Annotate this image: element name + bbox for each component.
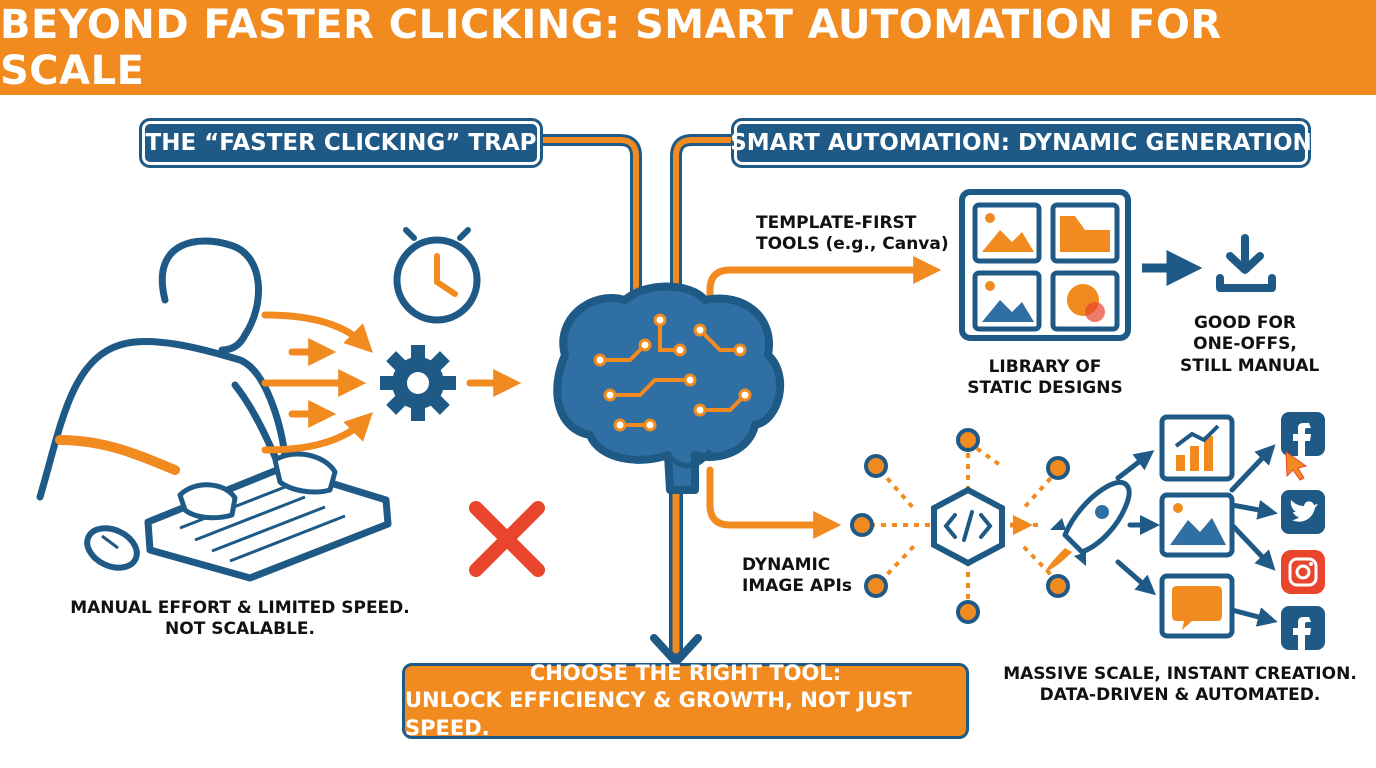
left-section-heading: THE “FASTER CLICKING” TRAP [142,121,540,165]
good-for-line2: ONE-OFFS, [1193,334,1297,355]
library-line1: LIBRARY OF [988,357,1102,377]
template-tools-line2: TOOLS (e.g., Canva) [756,234,949,255]
library-line2: STATIC DESIGNS [967,378,1123,399]
facebook-icon-2 [1281,606,1325,650]
api-network-icon [850,428,1070,624]
rocket-icon [1045,479,1132,572]
api-label: DYNAMIC IMAGE APIs [742,555,852,598]
cta-box: CHOOSE THE RIGHT TOOL: UNLOCK EFFICIENCY… [402,661,969,740]
quote-bubble-icon [1159,573,1235,639]
scale-line2: DATA-DRIVEN & AUTOMATED. [1039,685,1321,706]
left-caption: MANUAL EFFORT & LIMITED SPEED. NOT SCALA… [60,598,420,641]
scale-label: MASSIVE SCALE, INSTANT CREATION. DATA-DR… [1000,664,1360,707]
left-caption-line1: MANUAL EFFORT & LIMITED SPEED. [70,598,410,618]
cursor-icon [1285,451,1308,481]
good-for-label: GOOD FOR ONE-OFFS, STILL MANUAL [1180,313,1320,377]
chart-icon [1159,414,1235,482]
api-line2: IMAGE APIs [742,576,852,597]
person-at-keyboard-icon [36,237,289,501]
right-section-heading: SMART AUTOMATION: DYNAMIC GENERATION [730,121,1312,165]
central-connectors [532,134,942,666]
red-x-icon [469,501,545,577]
speed-arrows [261,311,522,454]
good-for-line1: GOOD FOR [1193,313,1297,333]
library-label: LIBRARY OF STATIC DESIGNS [955,357,1135,400]
page-title: BEYOND FASTER CLICKING: SMART AUTOMATION… [0,1,1222,94]
download-icon [1216,234,1276,292]
brain-circuit-icon [553,282,785,494]
gear-icon [380,345,456,421]
clock-icon [393,227,481,324]
cta-line2: UNLOCK EFFICIENCY & GROWTH, NOT JUST SPE… [405,688,912,740]
facebook-icon [1281,412,1325,456]
distribution-arrows [1115,444,1278,627]
hands-icon [177,451,338,521]
scale-line1: MASSIVE SCALE, INSTANT CREATION. [1003,664,1357,684]
api-line1: DYNAMIC [742,555,831,575]
title-banner: BEYOND FASTER CLICKING: SMART AUTOMATION… [0,0,1376,95]
keyboard-icon [144,464,392,582]
template-tools-line1: TEMPLATE-FIRST [756,213,917,233]
mouse-icon [84,525,140,571]
code-icon [943,510,993,542]
template-grid-icon [959,189,1131,341]
cta-line1: CHOOSE THE RIGHT TOOL: [529,661,842,686]
twitter-icon [1281,490,1325,534]
left-caption-line2: NOT SCALABLE. [165,619,315,640]
good-for-line3: STILL MANUAL [1180,355,1320,376]
instagram-icon [1281,550,1325,594]
template-tools-label: TEMPLATE-FIRST TOOLS (e.g., Canva) [756,213,949,256]
image-icon [1159,492,1235,558]
